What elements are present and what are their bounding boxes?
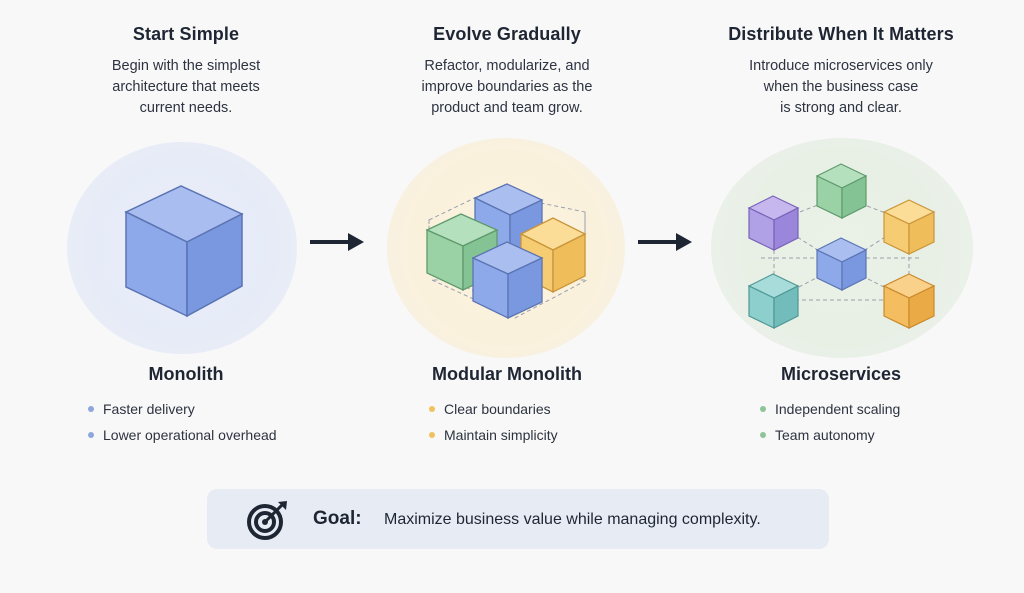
- description-line: architecture that meets: [112, 79, 260, 95]
- list-item: Team autonomy: [760, 424, 900, 450]
- stage-description: Begin with the simplest architecture tha…: [16, 56, 356, 119]
- benefit-list: Independent scaling Team autonomy: [760, 398, 900, 450]
- description-line: Refactor, modularize, and: [424, 58, 590, 74]
- list-item: Independent scaling: [760, 398, 900, 424]
- description-line: is strong and clear.: [780, 100, 902, 116]
- arrow-right-icon: [638, 233, 692, 251]
- goal-text: Maximize business value while managing c…: [384, 511, 761, 528]
- list-item-label: Team autonomy: [775, 427, 875, 443]
- list-item-label: Maintain simplicity: [444, 427, 558, 443]
- list-item-label: Independent scaling: [775, 401, 901, 417]
- target-arrow-icon: [247, 501, 287, 540]
- bullet-dot: [88, 406, 94, 412]
- list-item: Clear boundaries: [429, 398, 558, 424]
- benefit-list: Clear boundaries Maintain simplicity: [429, 398, 558, 450]
- description-line: product and team grow.: [431, 100, 583, 116]
- list-item-label: Clear boundaries: [444, 401, 551, 417]
- distributed-cubes-icon: [747, 163, 936, 329]
- goal-label: Goal:: [313, 508, 362, 529]
- bullet-dot: [760, 432, 766, 438]
- stage-name: Monolith: [148, 364, 224, 384]
- description-line: Begin with the simplest: [111, 58, 261, 74]
- list-item: Lower operational overhead: [88, 424, 277, 450]
- single-cube-icon: [124, 185, 244, 318]
- stage-title: Distribute When It Matters: [728, 24, 954, 44]
- bullet-dot: [88, 432, 94, 438]
- stage-name: Modular Monolith: [432, 364, 582, 384]
- benefit-list: Faster delivery Lower operational overhe…: [88, 398, 277, 450]
- stage-name: Microservices: [780, 364, 902, 384]
- stage-title: Start Simple: [132, 24, 240, 44]
- bullet-dot: [429, 432, 435, 438]
- goal-banner: Goal: Maximize business value while mana…: [207, 489, 829, 549]
- description-line: when the business case: [763, 79, 919, 95]
- stage-title: Evolve Gradually: [433, 24, 581, 44]
- list-item: Maintain simplicity: [429, 424, 558, 450]
- grouped-cubes-icon: [425, 183, 588, 320]
- list-item-label: Faster delivery: [103, 401, 195, 417]
- description-line: current needs.: [139, 100, 233, 116]
- list-item: Faster delivery: [88, 398, 277, 424]
- bullet-dot: [429, 406, 435, 412]
- stage-description: Introduce microservices only when the bu…: [671, 56, 1011, 119]
- description-line: improve boundaries as the: [421, 79, 593, 95]
- stage-description: Refactor, modularize, and improve bounda…: [337, 56, 677, 119]
- arrow-right-icon: [310, 233, 364, 251]
- list-item-label: Lower operational overhead: [103, 427, 277, 443]
- description-line: Introduce microservices only: [749, 58, 933, 74]
- bullet-dot: [760, 406, 766, 412]
